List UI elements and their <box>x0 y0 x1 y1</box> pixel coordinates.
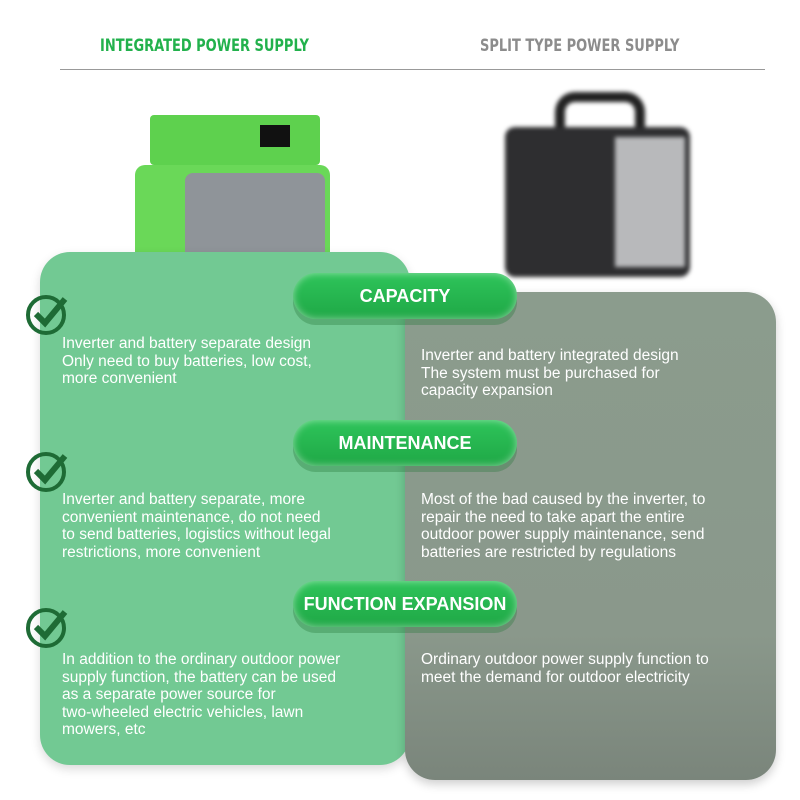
integrated-header: INTEGRATED POWER SUPPLY <box>100 36 309 56</box>
split-header: SPLIT TYPE POWER SUPPLY <box>480 36 680 56</box>
integrated-panel <box>40 252 410 765</box>
divider <box>60 69 765 70</box>
capacity-integrated-text: Inverter and battery separate design Onl… <box>62 335 312 387</box>
check-icon <box>26 452 68 492</box>
function-expansion-pill: FUNCTION EXPANSION <box>293 581 517 627</box>
check-icon <box>26 608 68 648</box>
capacity-split-text: Inverter and battery integrated design T… <box>421 347 679 399</box>
check-icon <box>26 295 68 335</box>
split-product-image <box>505 92 695 277</box>
maintenance-pill: MAINTENANCE <box>293 420 517 466</box>
function-split-text: Ordinary outdoor power supply function t… <box>421 651 709 686</box>
split-panel <box>405 292 776 780</box>
maintenance-integrated-text: Inverter and battery separate, more conv… <box>62 491 331 561</box>
function-integrated-text: In addition to the ordinary outdoor powe… <box>62 651 341 738</box>
capacity-pill: CAPACITY <box>293 273 517 319</box>
integrated-product-image <box>135 115 335 270</box>
maintenance-split-text: Most of the bad caused by the inverter, … <box>421 491 706 561</box>
